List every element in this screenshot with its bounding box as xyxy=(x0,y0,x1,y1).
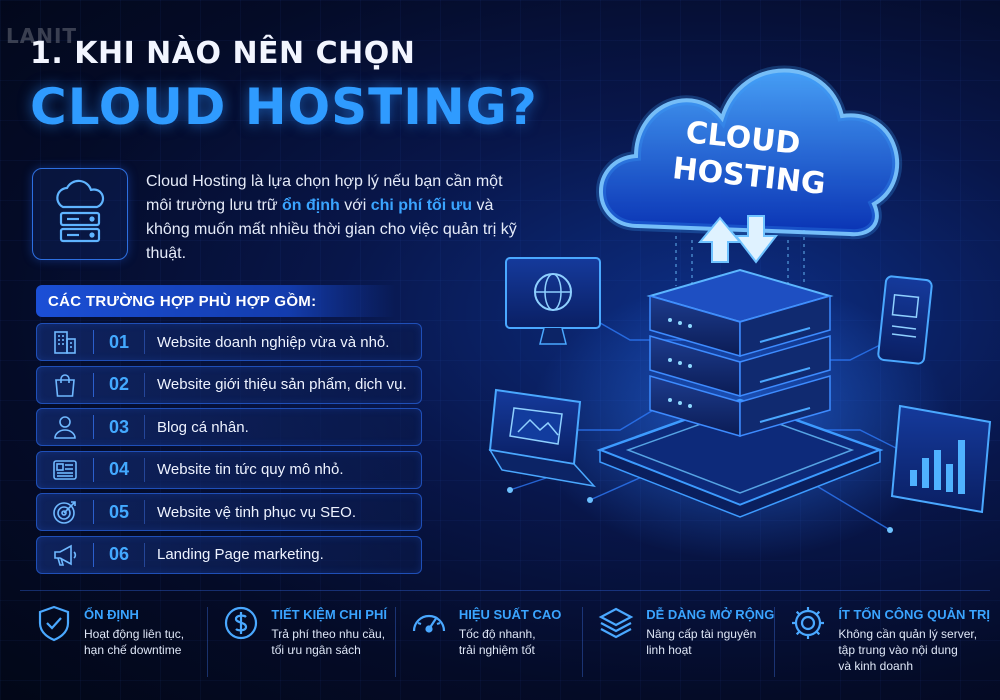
case-number: 06 xyxy=(108,544,130,564)
phone-icon xyxy=(877,275,933,365)
benefit-desc-line: tập trung vào nội dung xyxy=(838,643,958,657)
benefit-desc-line: Không cần quản lý server, xyxy=(838,627,978,641)
case-text: Website tin tức quy mô nhỏ. xyxy=(157,461,344,478)
benefit-item: ỔN ĐỊNH Hoạt động liên tục, hạn chế down… xyxy=(20,603,207,690)
case-text: Website giới thiệu sản phẩm, dịch vụ. xyxy=(157,376,407,393)
benefit-title: HIỆU SUẤT CAO xyxy=(458,607,562,622)
target-icon xyxy=(37,498,93,526)
case-item: 05 Website vệ tinh phục vụ SEO. xyxy=(36,493,422,531)
case-item: 01 Website doanh nghiệp vừa và nhỏ. xyxy=(36,323,422,361)
benefit-desc-line: hạn chế downtime xyxy=(84,643,182,657)
benefit-desc-line: trải nghiệm tốt xyxy=(458,643,535,657)
user-icon xyxy=(37,413,93,441)
benefit-desc-line: Tốc độ nhanh, xyxy=(458,627,536,641)
cloud-icon: CLOUD HOSTING xyxy=(596,65,903,240)
benefit-desc: Trả phí theo nhu cầu, tối ưu ngân sách xyxy=(271,626,387,658)
benefit-item: HIỆU SUẤT CAO Tốc độ nhanh, trải nghiệm … xyxy=(394,603,582,690)
case-text: Website doanh nghiệp vừa và nhỏ. xyxy=(157,333,390,351)
intro-text-part-2: với xyxy=(339,197,371,214)
monitor-icon xyxy=(505,257,601,345)
benefit-title: TIẾT KIỆM CHI PHÍ xyxy=(271,607,387,622)
tablet-chart-icon xyxy=(890,404,992,514)
intro-paragraph: Cloud Hosting là lựa chọn hợp lý nếu bạn… xyxy=(146,170,526,266)
benefit-desc-line: và kinh doanh xyxy=(838,659,914,673)
download-arrow-icon xyxy=(733,215,779,264)
intro-text-part-3: và không muốn mất nhiều thời gian cho vi… xyxy=(146,197,517,262)
benefit-desc: Nâng cấp tài nguyên linh hoạt xyxy=(646,626,774,658)
case-number: 05 xyxy=(108,501,130,522)
benefit-item: TIẾT KIỆM CHI PHÍ Trả phí theo nhu cầu, … xyxy=(207,603,394,690)
benefit-desc-line: Trả phí theo nhu cầu, xyxy=(271,627,386,641)
case-number: 04 xyxy=(108,459,130,479)
shopping-bag-icon xyxy=(37,371,93,399)
building-icon xyxy=(37,328,93,356)
benefit-desc: Tốc độ nhanh, trải nghiệm tốt xyxy=(459,626,562,658)
benefit-desc-line: linh hoạt xyxy=(646,643,692,657)
benefit-title: DỄ DÀNG MỞ RỘNG xyxy=(646,607,775,622)
shield-check-icon xyxy=(38,605,70,642)
brand-watermark: LANIT xyxy=(6,24,78,48)
benefit-desc-line: Hoạt động liên tục, xyxy=(84,627,185,641)
intro-cloud-server-icon xyxy=(32,168,128,260)
case-number: 01 xyxy=(108,331,130,352)
benefit-desc: Hoạt động liên tục, hạn chế downtime xyxy=(84,626,184,658)
benefit-item: DỄ DÀNG MỞ RỘNG Nâng cấp tài nguyên linh… xyxy=(582,603,774,690)
laptop-icon xyxy=(488,388,597,488)
case-number: 03 xyxy=(108,416,130,437)
speedometer-icon xyxy=(412,614,445,633)
cases-list: 01 Website doanh nghiệp vừa và nhỏ. 02 W… xyxy=(36,323,422,578)
title-line-1: 1. KHI NÀO NÊN CHỌN xyxy=(30,36,416,71)
cloud-server-illustration: CLOUD HOSTING xyxy=(488,65,992,560)
layers-icon xyxy=(598,607,634,639)
benefit-item: ÍT TỐN CÔNG QUẢN TRỊ Không cần quản lý s… xyxy=(774,603,990,690)
benefits-bar: ỔN ĐỊNH Hoạt động liên tục, hạn chế down… xyxy=(20,590,990,690)
cases-header: CÁC TRƯỜNG HỢP PHÙ HỢP GỒM: xyxy=(36,285,396,317)
case-text: Website vệ tinh phục vụ SEO. xyxy=(157,503,356,521)
benefit-title: ÍT TỐN CÔNG QUẢN TRỊ xyxy=(838,607,990,622)
intro-highlight-stable: ổn định xyxy=(281,197,340,214)
case-number: 02 xyxy=(108,374,130,394)
benefit-desc: Không cần quản lý server, tập trung vào … xyxy=(838,626,990,674)
case-item: 02 Website giới thiệu sản phẩm, dịch vụ. xyxy=(36,365,422,404)
benefit-title: ỔN ĐỊNH xyxy=(84,607,139,622)
intro-highlight-cost: chi phí tối ưu xyxy=(370,197,473,214)
megaphone-icon xyxy=(37,541,93,569)
upload-arrow-icon xyxy=(697,216,743,263)
benefit-desc-line: tối ưu ngân sách xyxy=(271,643,361,657)
benefit-desc-line: Nâng cấp tài nguyên xyxy=(646,627,757,641)
newspaper-icon xyxy=(37,456,93,484)
gear-icon xyxy=(792,607,825,639)
server-stack-icon xyxy=(646,268,834,437)
case-item: 03 Blog cá nhân. xyxy=(36,408,422,446)
case-text: Blog cá nhân. xyxy=(157,418,249,436)
title-line-2: CLOUD HOSTING? xyxy=(30,78,538,136)
dollar-coin-icon xyxy=(225,606,258,640)
case-item: 06 Landing Page marketing. xyxy=(36,535,422,574)
case-item: 04 Website tin tức quy mô nhỏ. xyxy=(36,450,422,489)
case-text: Landing Page marketing. xyxy=(157,546,324,563)
intro-text-part-1: Cloud Hosting là lựa chọn hợp lý nếu bạn… xyxy=(146,173,503,214)
